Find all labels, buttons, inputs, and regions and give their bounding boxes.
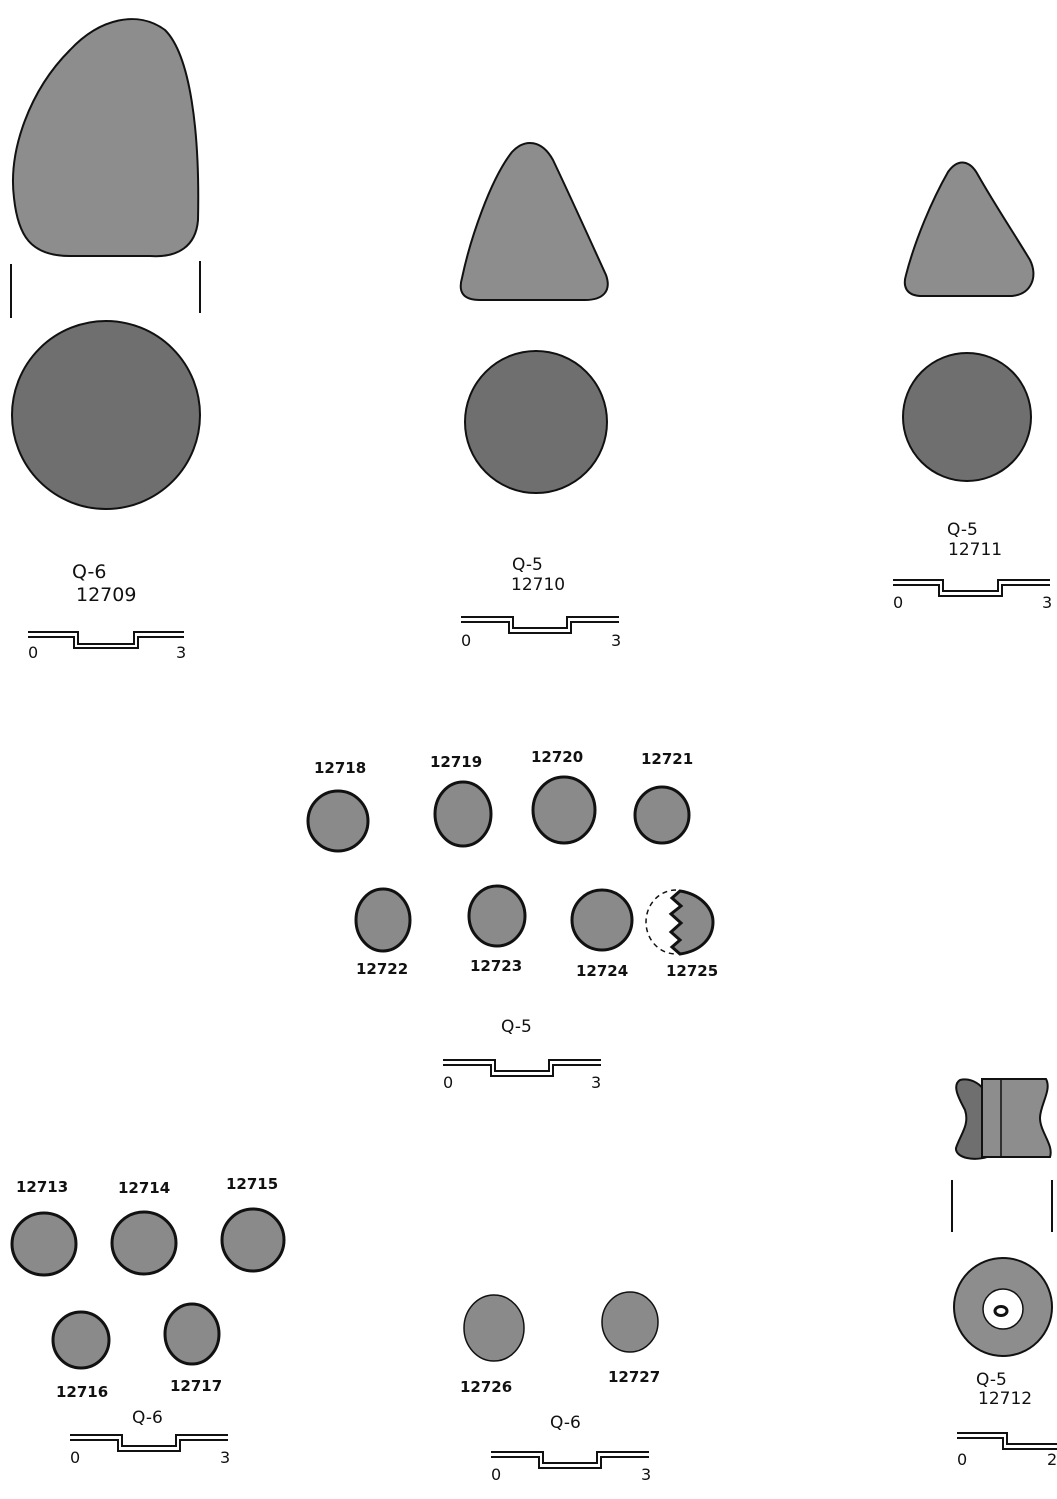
scale-bar: 0 3: [461, 616, 621, 650]
bead-12724: [570, 888, 634, 952]
artifact-12710: Q-5 12710 0 3: [459, 142, 621, 650]
plan-view-12710: [464, 350, 608, 494]
artifact-12709: Q-6 12709 0 3: [10, 18, 201, 662]
scale-bar: 0 3: [491, 1451, 651, 1484]
scale-bar: 0 3: [28, 631, 186, 662]
scale-bar: 0 3: [893, 579, 1052, 612]
bead-12722: [354, 887, 412, 953]
scale-bar: 0 2: [957, 1432, 1057, 1469]
catalog-number: 12711: [948, 540, 1002, 560]
bead-12727: [601, 1291, 659, 1353]
bead-12713: [10, 1211, 78, 1277]
profile-view-12711: [903, 161, 1035, 297]
bead-label: 12716: [56, 1383, 108, 1401]
scale-end: 2: [1047, 1450, 1057, 1469]
bead-group-q5: 12718 12719 12720 12721 12722 12723 1272…: [306, 748, 718, 1092]
site-label: Q-6: [550, 1413, 581, 1433]
bead-label: 12719: [430, 753, 482, 771]
site-label: Q-5: [947, 520, 978, 540]
scale-end: 3: [591, 1073, 601, 1092]
scale-start: 0: [893, 593, 903, 612]
side-view-12712: [981, 1078, 1052, 1158]
bead-12720: [531, 775, 597, 845]
bead-group-q6-mid: 12726 12727 Q-6 0 3: [460, 1291, 660, 1484]
artifact-12711: Q-5 12711 0 3: [893, 161, 1052, 612]
scale-start: 0: [70, 1448, 80, 1467]
scale-start: 0: [461, 631, 471, 650]
bead-12717: [163, 1302, 221, 1366]
site-label: Q-6: [132, 1408, 163, 1428]
bead-label: 12720: [531, 748, 583, 766]
site-label: Q-5: [512, 555, 543, 575]
site-label: Q-6: [72, 561, 106, 583]
site-label: Q-5: [501, 1017, 532, 1037]
bead-12726: [463, 1294, 525, 1362]
bead-label: 12722: [356, 960, 408, 978]
perforation-hole: [993, 1305, 1009, 1317]
bead-label: 12726: [460, 1378, 512, 1396]
profile-view-12710: [459, 142, 609, 301]
bead-12723: [467, 884, 527, 948]
bead-label: 12715: [226, 1175, 278, 1193]
scale-end: 3: [611, 631, 621, 650]
bead-label: 12723: [470, 957, 522, 975]
scale-end: 3: [1042, 593, 1052, 612]
scale-start: 0: [957, 1450, 967, 1469]
bead-12718: [306, 789, 370, 853]
scale-end: 3: [220, 1448, 230, 1467]
bead-12714: [110, 1210, 178, 1276]
bead-12716: [51, 1310, 111, 1370]
bead-group-q6-left: 12713 12714 12715 12716 12717 Q-6 0 3: [10, 1175, 286, 1467]
bead-label: 12724: [576, 962, 628, 980]
artifact-12712: Q-5 12712 0 2: [951, 1078, 1057, 1469]
profile-view-12709: [12, 18, 200, 258]
plan-view-12711: [902, 352, 1032, 482]
bead-12719: [433, 780, 493, 848]
scale-bar: 0 3: [70, 1434, 230, 1467]
site-label: Q-5: [976, 1370, 1007, 1390]
bead-label: 12725: [666, 962, 718, 980]
catalog-number: 12709: [76, 584, 136, 606]
scale-start: 0: [491, 1465, 501, 1484]
catalog-number: 12712: [978, 1389, 1032, 1409]
bead-label: 12713: [16, 1178, 68, 1196]
bead-label: 12727: [608, 1368, 660, 1386]
scale-end: 3: [176, 643, 186, 662]
catalog-number: 12710: [511, 575, 565, 595]
scale-end: 3: [641, 1465, 651, 1484]
scale-bar: 0 3: [443, 1059, 601, 1092]
bead-label: 12721: [641, 750, 693, 768]
scale-start: 0: [28, 643, 38, 662]
bead-12725-fragment: [645, 889, 715, 956]
bead-label: 12714: [118, 1179, 170, 1197]
bead-12721: [633, 785, 691, 845]
bead-label: 12717: [170, 1377, 222, 1395]
bead-label: 12718: [314, 759, 366, 777]
scale-start: 0: [443, 1073, 453, 1092]
plan-view-12709: [11, 320, 201, 510]
bead-12715: [220, 1207, 286, 1273]
